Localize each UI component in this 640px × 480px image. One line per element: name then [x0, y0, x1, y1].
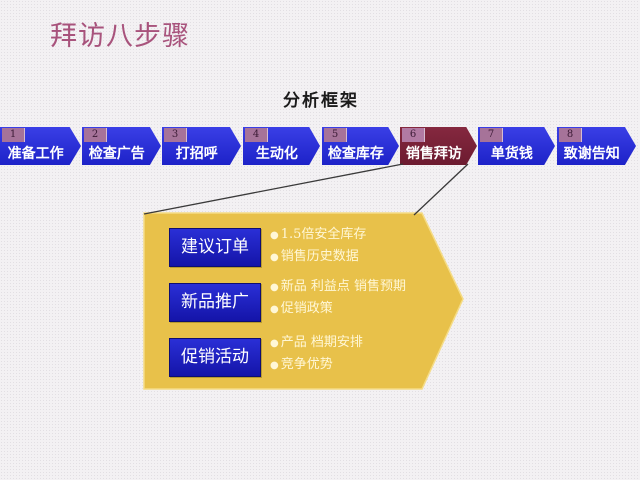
step-1-chevron: 1 准备工作: [0, 127, 81, 165]
step-5-chevron: 5 检查库存: [322, 127, 399, 165]
step-number: 6: [402, 128, 425, 142]
step-7-chevron: 7 单货钱: [478, 127, 555, 165]
bullet-text: 新品 利益点 销售预期: [280, 279, 406, 294]
bullet-dot-icon: ●: [270, 360, 279, 371]
page-title: 拜访八步骤: [50, 21, 190, 52]
bullet-dot-icon: ●: [270, 282, 279, 293]
category-new-product-promotion: 新品推广: [169, 283, 261, 322]
bullet-text: 产品 档期安排: [280, 335, 363, 350]
bullet-item: ●1.5倍安全库存: [270, 224, 366, 246]
step-3-chevron: 3 打招呼: [162, 127, 241, 165]
bullet-item: ●竞争优势: [270, 354, 363, 376]
bullet-dot-icon: ●: [270, 338, 279, 349]
bullet-list-new-product-promotion: ●新品 利益点 销售预期 ●促销政策: [270, 276, 406, 320]
step-2-chevron: 2 检查广告: [82, 127, 161, 165]
bullet-item: ●产品 档期安排: [270, 332, 363, 354]
bullet-dot-icon: ●: [270, 252, 279, 263]
bullet-text: 销售历史数据: [280, 249, 359, 264]
step-number: 3: [164, 128, 187, 142]
step-label: 致谢告知: [563, 146, 620, 162]
step-4-chevron: 4 生动化: [243, 127, 320, 165]
bullet-dot-icon: ●: [270, 230, 279, 241]
step-label: 准备工作: [7, 146, 64, 162]
step-label: 检查库存: [327, 146, 384, 162]
step-number: 8: [559, 128, 582, 142]
bullet-dot-icon: ●: [270, 304, 279, 315]
step-number: 4: [245, 128, 268, 142]
bullet-item: ●销售历史数据: [270, 246, 366, 268]
step-number: 7: [480, 128, 503, 142]
step-6-chevron-active: 6 销售拜访: [400, 127, 477, 165]
bullet-text: 促销政策: [280, 301, 333, 316]
bullet-list-promotion-activity: ●产品 档期安排 ●竞争优势: [270, 332, 363, 376]
step-number: 5: [324, 128, 347, 142]
step-label: 销售拜访: [405, 146, 462, 162]
bullet-list-suggested-order: ●1.5倍安全库存 ●销售历史数据: [270, 224, 366, 268]
bullet-text: 竞争优势: [280, 357, 333, 372]
step-label: 检查广告: [88, 146, 145, 162]
step-label: 单货钱: [490, 146, 533, 162]
category-promotion-activity: 促销活动: [169, 338, 261, 377]
step-number: 2: [84, 128, 107, 142]
diagram-subtitle: 分析框架: [283, 91, 359, 111]
step-number: 1: [2, 128, 25, 142]
step-label: 生动化: [255, 146, 298, 162]
bullet-text: 1.5倍安全库存: [280, 227, 367, 242]
step-chevron-row: 1 准备工作 2 检查广告 3 打招呼 4 生动化 5 检查库存 6 销售拜访 …: [0, 127, 640, 167]
bullet-item: ●新品 利益点 销售预期: [270, 276, 406, 298]
step-label: 打招呼: [175, 146, 218, 162]
step-8-chevron: 8 致谢告知: [557, 127, 636, 165]
bullet-item: ●促销政策: [270, 298, 406, 320]
category-suggested-order: 建议订单: [169, 228, 261, 267]
